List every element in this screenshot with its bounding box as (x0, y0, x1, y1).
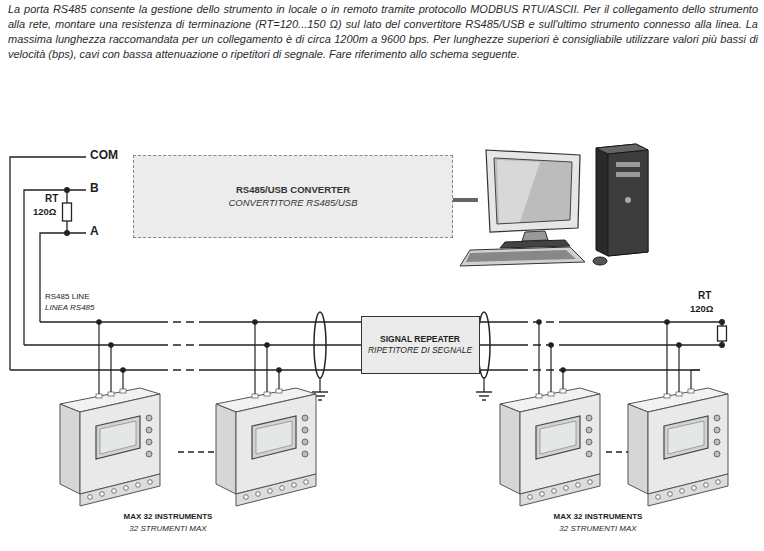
cable-shield (312, 312, 492, 400)
box-title: RS485/USB CONVERTER (236, 184, 350, 196)
converter-wiring (10, 157, 86, 370)
resistor-name: RT (45, 193, 58, 205)
computer-icon (460, 144, 648, 266)
line-label: RS485 LINE (45, 292, 89, 301)
resistor-value: 120Ω (690, 304, 713, 315)
instrument-count: MAX 32 INSTRUMENTS (498, 512, 698, 521)
line-label: LINEA RS485 (45, 303, 95, 312)
terminal-name: A (90, 225, 99, 239)
terminal-name: COM (90, 149, 118, 163)
resistor-name: RT (698, 290, 711, 302)
more-instruments (178, 451, 628, 452)
repeater-box: SIGNAL REPEATERRIPETITORE DI SEGNALE (361, 316, 480, 374)
intro-note: La porta RS485 consente la gestione dell… (8, 2, 758, 62)
box-title: SIGNAL REPEATER (380, 334, 460, 345)
terminal-name: B (90, 182, 99, 196)
box-subtitle: RIPETITORE DI SEGNALE (368, 345, 472, 356)
box-subtitle: CONVERTITORE RS485/USB (229, 197, 358, 209)
resistor-value: 120Ω (33, 207, 56, 218)
instrument-count: 32 STRUMENTI MAX (498, 524, 698, 533)
instrument-count: 32 STRUMENTI MAX (68, 524, 268, 533)
converter-box: RS485/USB CONVERTERCONVERTITORE RS485/US… (133, 155, 453, 238)
instrument-count: MAX 32 INSTRUMENTS (68, 512, 268, 521)
